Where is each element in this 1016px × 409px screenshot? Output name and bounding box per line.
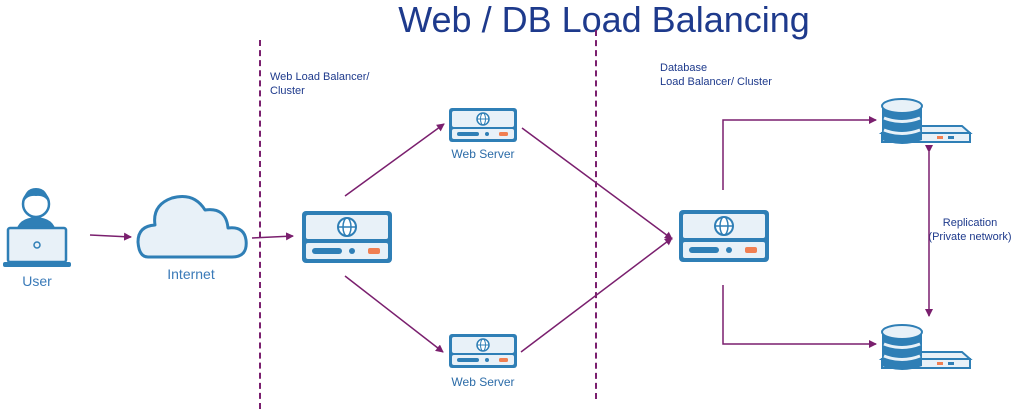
zone-divider-right bbox=[595, 30, 597, 399]
web-server-top-icon bbox=[448, 107, 518, 143]
internet-cloud-icon bbox=[136, 195, 248, 259]
database-top-icon bbox=[880, 97, 972, 146]
arrow-lb-to-web-bottom bbox=[344, 275, 444, 353]
replication-label: Replication (Private network) bbox=[928, 217, 1012, 243]
web-lb-zone-label: Web Load Balancer/ Cluster bbox=[270, 71, 370, 97]
arrow-web-bottom-to-dblb bbox=[520, 237, 673, 353]
web-server-top-label: Web Server bbox=[451, 147, 515, 161]
zone-divider-left bbox=[259, 40, 261, 409]
database-bottom-icon bbox=[880, 323, 972, 372]
internet-label: Internet bbox=[167, 266, 215, 282]
web-load-balancer-server-icon bbox=[301, 210, 393, 264]
arrow-web-top-to-dblb bbox=[521, 127, 673, 240]
arrow-internet-to-lb bbox=[251, 232, 294, 241]
db-lb-zone-label: Database Load Balancer/ Cluster bbox=[660, 62, 772, 88]
arrow-dblb-to-db-top bbox=[722, 116, 877, 190]
web-server-bottom-label: Web Server bbox=[451, 375, 515, 389]
user-laptop-icon bbox=[3, 188, 71, 267]
user-label: User bbox=[22, 273, 52, 289]
arrow-lb-to-web-top bbox=[344, 123, 445, 197]
diagram-title: Web / DB Load Balancing bbox=[398, 0, 810, 40]
db-load-balancer-server-icon bbox=[678, 209, 770, 263]
arrow-dblb-to-db-bottom bbox=[722, 285, 877, 348]
arrow-user-to-internet bbox=[89, 232, 132, 241]
web-server-bottom-icon bbox=[448, 333, 518, 369]
